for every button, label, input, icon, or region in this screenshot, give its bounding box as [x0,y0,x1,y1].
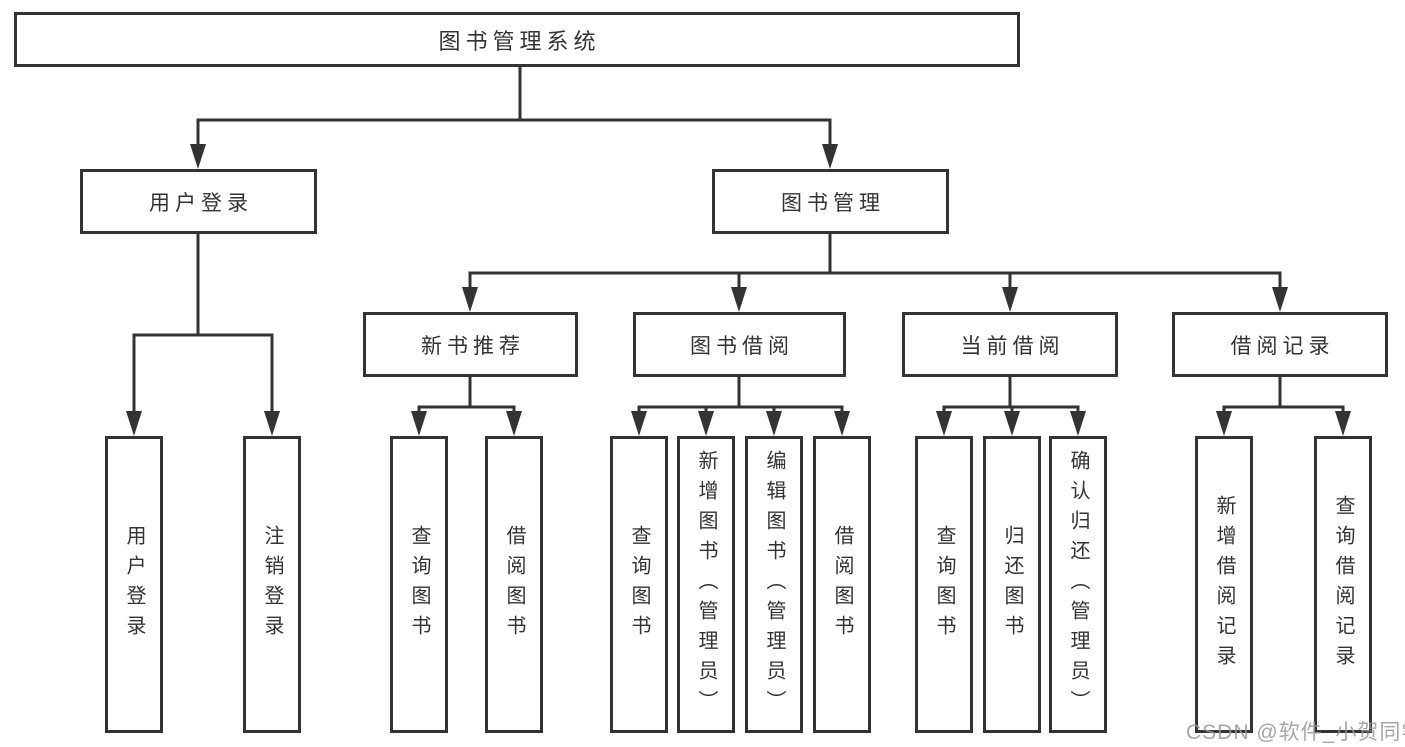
leaf-confirm-return-admin: 确认归还（管理员） [1049,436,1107,733]
leaf-user-login: 用户登录 [105,436,163,733]
leaf-label: 借阅图书 [831,524,853,645]
leaf-label: 查询图书 [408,524,430,645]
leaf-return-books: 归还图书 [983,436,1041,733]
leaf-label: 归还图书 [1001,524,1023,645]
node-label: 图书借阅 [690,334,794,358]
leaf-query-books-recommend: 查询图书 [390,436,448,733]
leaf-query-books-borrow: 查询图书 [610,436,668,733]
leaf-label: 用户登录 [123,524,145,645]
node-root: 图书管理系统 [14,12,1020,67]
leaf-query-borrow-record: 查询借阅记录 [1314,436,1372,733]
node-user-login: 用户登录 [80,169,317,234]
arrowheads [126,144,1351,436]
leaf-label: 借阅图书 [503,524,525,645]
leaf-edit-books-admin: 编辑图书（管理员） [745,436,803,733]
leaf-borrow-books-borrow: 借阅图书 [813,436,871,733]
leaf-label: 新增借阅记录 [1213,494,1235,675]
leaf-logout-login: 注销登录 [243,436,301,733]
node-new-book-recommend: 新书推荐 [363,312,578,377]
node-borrow-record: 借阅记录 [1172,312,1388,377]
leaf-label: 新增图书（管理员） [695,449,717,720]
leaf-label: 编辑图书（管理员） [763,449,785,720]
node-root-label: 图书管理系统 [438,28,601,54]
leaf-add-books-admin: 新增图书（管理员） [677,436,735,733]
node-label: 借阅记录 [1230,334,1335,358]
leaf-label: 查询借阅记录 [1332,494,1354,675]
node-label: 图书管理 [781,191,885,215]
node-label: 当前借阅 [960,334,1065,358]
leaf-label: 注销登录 [261,524,283,645]
node-book-management: 图书管理 [712,169,949,234]
node-current-borrow: 当前借阅 [902,312,1118,377]
node-label: 新书推荐 [421,334,525,358]
node-book-borrow: 图书借阅 [633,312,846,377]
leaf-label: 查询图书 [933,524,955,645]
node-label: 用户登录 [149,191,253,215]
watermark: CSDN @软件_小贺同学 [1186,721,1405,744]
leaf-borrow-books-recommend: 借阅图书 [485,436,543,733]
leaf-query-books-current: 查询图书 [915,436,973,733]
leaf-label: 确认归还（管理员） [1067,449,1089,720]
leaf-label: 查询图书 [628,524,650,645]
leaf-add-borrow-record: 新增借阅记录 [1195,436,1253,733]
